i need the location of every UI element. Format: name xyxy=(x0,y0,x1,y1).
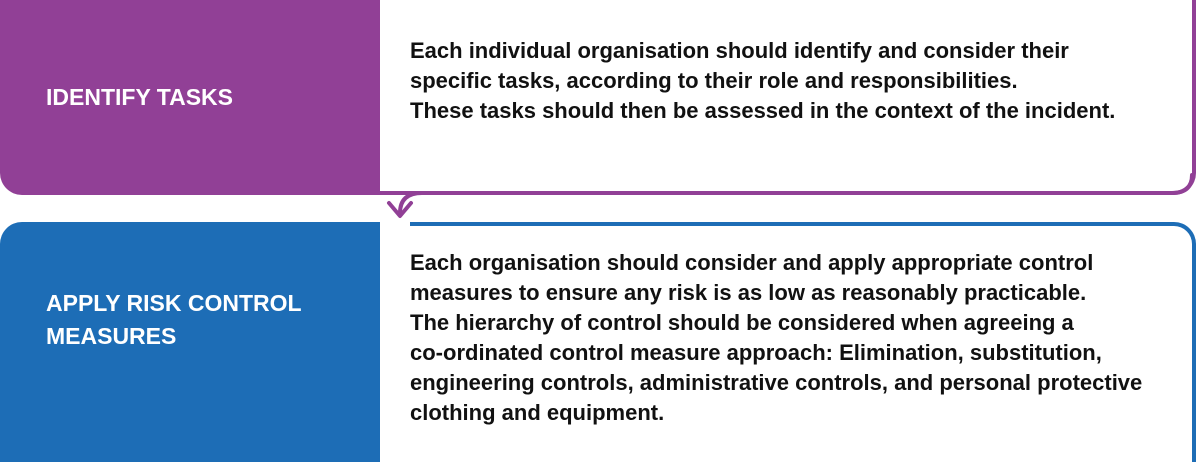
step-apply-risk-control-label-box: APPLY RISK CONTROL MEASURES xyxy=(0,222,380,462)
description-line: Each organisation should consider and ap… xyxy=(410,250,1094,275)
arrow-down-icon xyxy=(387,201,413,218)
description-line: The hierarchy of control should be consi… xyxy=(410,310,1074,335)
description-line: specific tasks, according to their role … xyxy=(410,68,1018,93)
title-line: MEASURES xyxy=(46,322,177,349)
step-apply-risk-control: APPLY RISK CONTROL MEASURES Each organis… xyxy=(0,222,1200,462)
step-apply-risk-control-desc-box xyxy=(410,222,1196,462)
title-line: APPLY RISK CONTROL xyxy=(46,289,302,316)
step-apply-risk-control-title: APPLY RISK CONTROL MEASURES xyxy=(46,287,302,353)
description-line: clothing and equipment. xyxy=(410,400,665,425)
description-line: Each individual organisation should iden… xyxy=(410,38,1069,63)
step-identify-tasks-label-box: IDENTIFY TASKS xyxy=(0,0,380,195)
step-identify-tasks-description: Each individual organisation should iden… xyxy=(410,36,1170,126)
step-identify-tasks-title: IDENTIFY TASKS xyxy=(46,84,233,110)
step-identify-tasks: IDENTIFY TASKS Each individual organisat… xyxy=(0,0,1200,195)
step-apply-risk-control-description: Each organisation should consider and ap… xyxy=(410,248,1170,428)
description-line: These tasks should then be assessed in t… xyxy=(410,98,1116,123)
description-line: measures to ensure any risk is as low as… xyxy=(410,280,1087,305)
description-line: engineering controls, administrative con… xyxy=(410,370,1143,395)
description-line: co-ordinated control measure approach: E… xyxy=(410,340,1102,365)
